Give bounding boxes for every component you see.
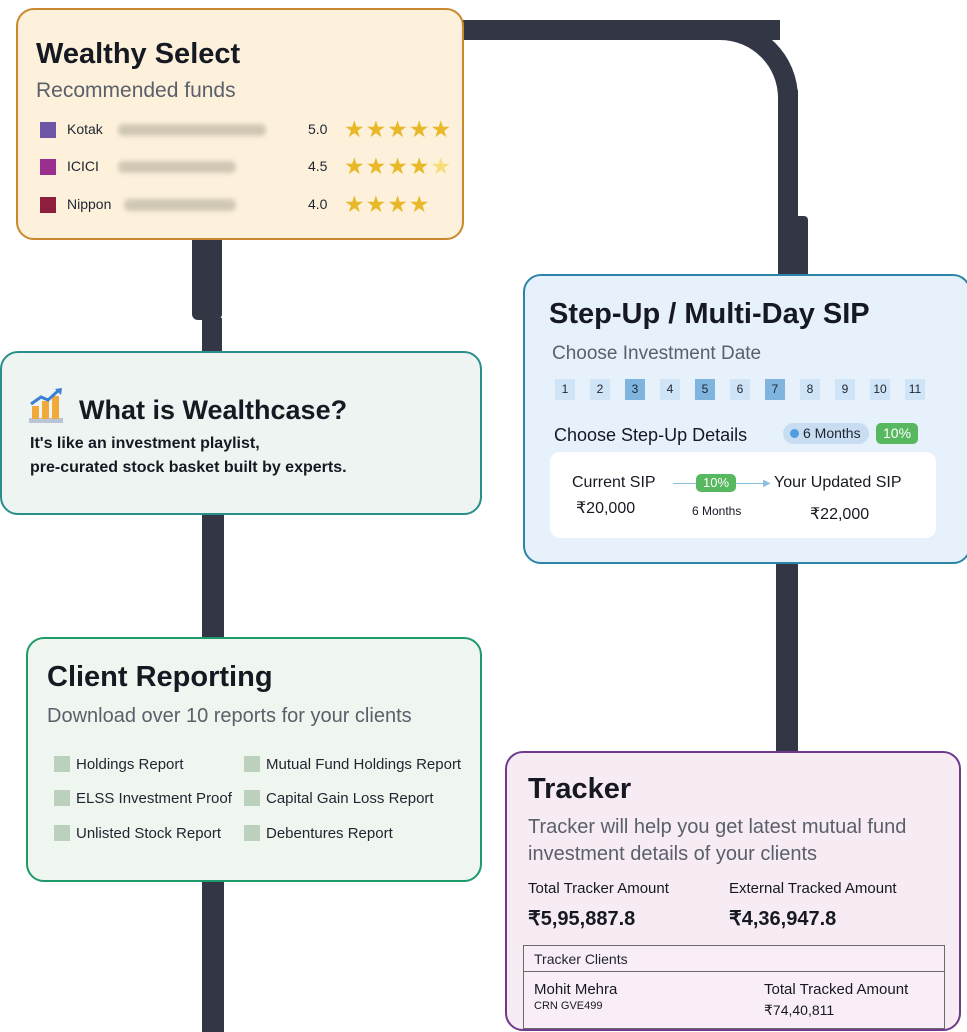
total-tracker-value: ₹5,95,887.8 [528,908,636,930]
tracker-description-line: Tracker will help you get latest mutual … [528,816,907,838]
tracker-description-line: investment details of your clients [528,843,818,865]
fund-rating: 4.0 [308,196,328,212]
fund-amc: Nippon [67,196,112,212]
table-header: Tracker Clients [524,946,944,972]
report-label: Mutual Fund Holdings Report [266,756,462,773]
current-sip-label: Current SIP [572,474,656,491]
report-checkbox-icon [54,825,70,841]
fund-rating: 4.5 [308,158,328,174]
connector-track [440,20,780,40]
fund-name-blurred [124,199,236,211]
star-rating-icon: ★★★★★ [344,116,453,142]
sip-day-button[interactable]: 10 [870,379,890,400]
external-tracked-value: ₹4,36,947.8 [729,908,837,930]
arrow-right-icon: ▶ [763,478,771,489]
wealthcase-description-line: pre-curated stock basket built by expert… [30,459,347,476]
fund-rating: 5.0 [308,121,328,137]
star-rating-icon: ★★★★★ [344,153,453,179]
report-checkbox-icon [244,790,260,806]
report-label: Debentures Report [266,825,393,842]
sip-day-button-selected[interactable]: 3 [625,379,645,400]
wealthcase-card[interactable]: What is Wealthcase? It's like an investm… [0,351,482,515]
report-checkbox-icon [54,790,70,806]
client-reporting-subtitle: Download over 10 reports for your client… [47,705,412,727]
fund-name-blurred [118,161,236,173]
report-checkbox-icon [54,756,70,772]
connector-track [192,236,222,320]
fund-color-swatch [40,122,56,138]
wealthcase-description-line: It's like an investment playlist, [30,435,260,452]
report-label: Holdings Report [76,756,184,773]
tracker-title: Tracker [528,773,632,805]
period-value: 6 Months [803,425,861,441]
report-label: ELSS Investment Proof [76,790,232,807]
client-amount-value: ₹74,40,811 [764,1002,835,1018]
connector-track [720,20,798,98]
connector-track [776,560,798,755]
stepup-percent-badge: 10% [696,474,736,492]
report-checkbox-icon [244,756,260,772]
connector-track [202,512,224,640]
connector-track [792,216,808,286]
external-tracked-label: External Tracked Amount [729,880,897,897]
sip-day-button[interactable]: 1 [555,379,575,400]
fund-row[interactable]: ICICI 4.5 ★★★★★ [40,153,460,185]
wealthcase-title: What is Wealthcase? [79,395,348,425]
client-reporting-card[interactable]: Client Reporting Download over 10 report… [26,637,482,882]
connector-track [202,880,224,1032]
total-tracker-label: Total Tracker Amount [528,880,669,897]
sip-day-button-selected[interactable]: 7 [765,379,785,400]
fund-amc: Kotak [67,121,103,137]
client-name[interactable]: Mohit Mehra [534,981,618,998]
report-checkbox-icon [244,825,260,841]
fund-row[interactable]: Kotak 5.0 ★★★★★ [40,116,460,148]
client-reporting-title: Client Reporting [47,661,273,693]
sip-day-button[interactable]: 4 [660,379,680,400]
fund-row[interactable]: Nippon 4.0 ★★★★ [40,191,460,223]
tracker-card[interactable]: Tracker Tracker will help you get latest… [505,751,961,1031]
sip-day-button-selected[interactable]: 5 [695,379,715,400]
updated-sip-label: Your Updated SIP [774,474,902,491]
sip-day-button[interactable]: 6 [730,379,750,400]
sip-summary-box: Current SIP ₹20,000 ▶ 10% 6 Months Your … [550,452,936,538]
sip-day-button[interactable]: 8 [800,379,820,400]
sip-day-button[interactable]: 11 [905,379,925,400]
sip-title: Step-Up / Multi-Day SIP [549,298,870,330]
star-rating-icon: ★★★★ [344,191,431,217]
report-label: Unlisted Stock Report [76,825,222,842]
bar-chart-rising-icon [29,388,63,423]
dot-icon [790,429,799,438]
current-sip-value: ₹20,000 [576,500,636,517]
client-crn: CRN GVE499 [534,1000,603,1012]
fund-color-swatch [40,159,56,175]
sip-subtitle: Choose Investment Date [552,343,762,364]
wealthy-select-card[interactable]: Wealthy Select Recommended funds Kotak 5… [16,8,464,240]
updated-sip-value: ₹22,000 [810,506,870,523]
sip-day-button[interactable]: 2 [590,379,610,400]
period-pill[interactable]: 6 Months [783,423,869,444]
sip-day-button[interactable]: 9 [835,379,855,400]
connector-track [202,318,222,354]
fund-amc: ICICI [67,158,99,174]
tracker-clients-table: Tracker Clients Mohit Mehra CRN GVE499 T… [523,945,945,1029]
stepup-period-text: 6 Months [692,504,742,518]
percent-pill[interactable]: 10% [876,423,919,444]
client-amount-label: Total Tracked Amount [764,981,909,998]
stepup-label: Choose Step-Up Details [554,425,748,445]
report-label: Capital Gain Loss Report [266,790,434,807]
step-up-sip-card[interactable]: Step-Up / Multi-Day SIP Choose Investmen… [523,274,967,564]
fund-name-blurred [118,124,266,136]
wealthy-select-subtitle: Recommended funds [36,79,236,102]
wealthy-select-title: Wealthy Select [36,38,241,70]
fund-color-swatch [40,197,56,213]
